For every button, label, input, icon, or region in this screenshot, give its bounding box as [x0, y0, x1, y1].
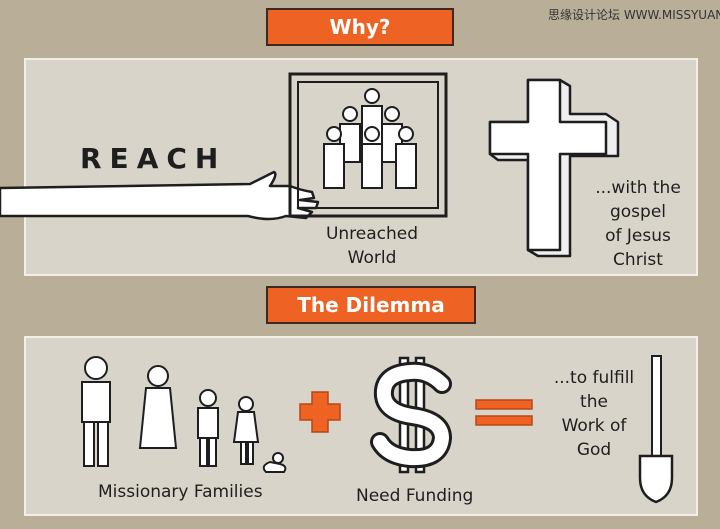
equals-icon: [475, 399, 533, 426]
fulfill-line: the: [580, 392, 608, 412]
families-label: Missionary Families: [98, 482, 263, 502]
world-frame-icon: [288, 72, 448, 218]
dollar-icon: [370, 356, 453, 474]
family-icon: [81, 356, 287, 473]
fulfill-line: Work of: [561, 416, 627, 436]
fulfill-line: God: [576, 440, 612, 460]
funding-label: Need Funding: [356, 486, 474, 506]
dilemma-panel: [24, 336, 698, 516]
hand-icon: [0, 170, 320, 221]
why-banner: Why?: [266, 8, 454, 46]
gospel-line: gospel: [609, 202, 667, 222]
reach-label: REACH: [80, 142, 227, 175]
fulfill-label: ...to fulfill the Work of God: [544, 366, 644, 462]
plus-icon: [299, 391, 341, 433]
cross-icon: [488, 78, 620, 258]
unreached-line1: Unreached: [325, 224, 419, 244]
gospel-line: of Jesus: [605, 226, 671, 246]
fulfill-line: ...to fulfill: [553, 368, 635, 388]
dilemma-banner: The Dilemma: [266, 286, 476, 324]
shovel-icon: [638, 355, 674, 504]
unreached-world-label: Unreached World: [312, 222, 432, 270]
gospel-label: ...with the gospel of Jesus Christ: [586, 176, 690, 272]
gospel-line: ...with the: [595, 178, 681, 198]
watermark: 思缘设计论坛 WWW.MISSYUAN.COM: [548, 8, 720, 22]
gospel-line: Christ: [613, 250, 663, 270]
unreached-line2: World: [347, 248, 397, 268]
